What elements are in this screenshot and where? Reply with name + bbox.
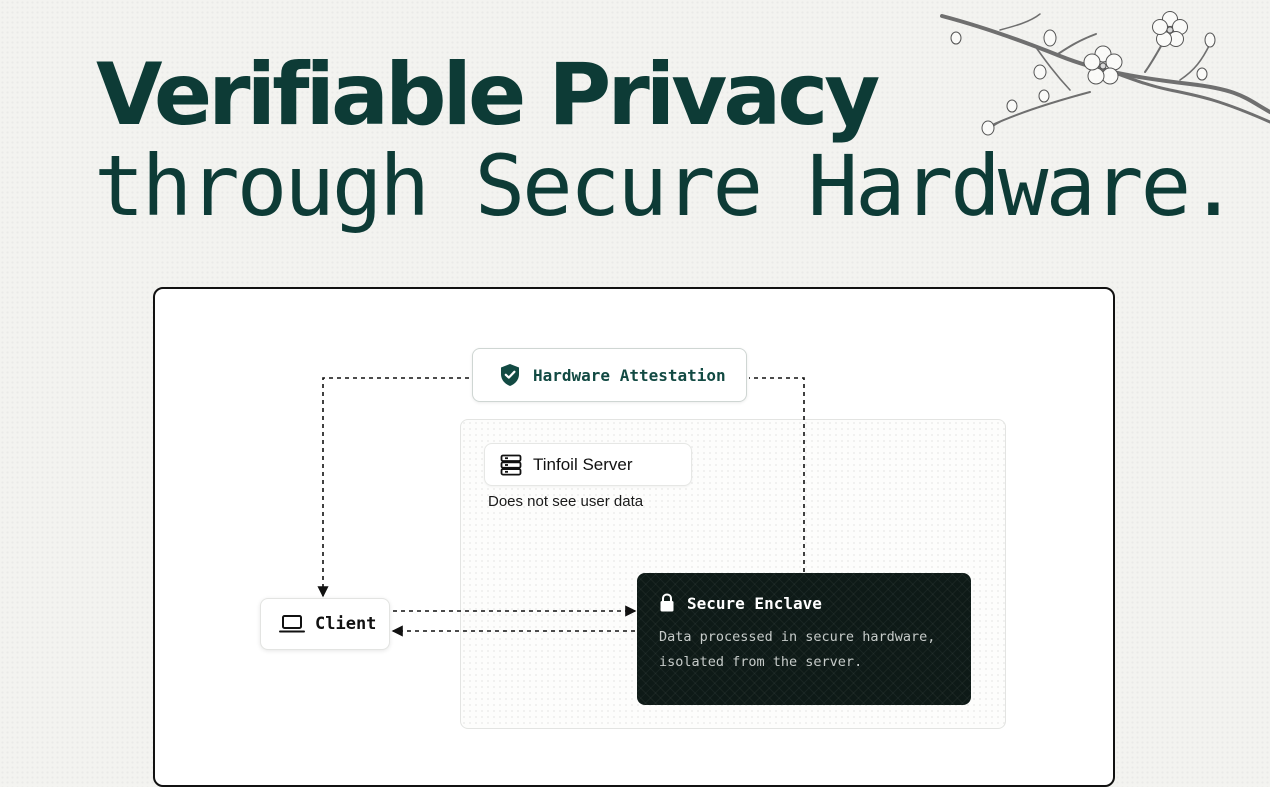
client-box: Client xyxy=(260,598,390,650)
client-label: Client xyxy=(315,614,377,634)
tinfoil-server-label: Tinfoil Server xyxy=(533,454,633,474)
tinfoil-server-box: Tinfoil Server xyxy=(484,443,692,486)
cherry-blossom-branch-illustration xyxy=(940,11,1270,136)
secure-enclave-description: Data processed in secure hardware, isola… xyxy=(659,629,936,670)
secure-enclave-box: Secure Enclave Data processed in secure … xyxy=(637,573,971,705)
architecture-diagram: Hardware Attestation Tinfoil Server Does… xyxy=(153,287,1115,787)
shield-check-icon xyxy=(499,363,521,387)
laptop-icon xyxy=(279,614,305,634)
lock-icon xyxy=(659,593,675,613)
hardware-attestation-label: Hardware Attestation xyxy=(533,365,726,385)
server-note: Does not see user data xyxy=(488,493,644,510)
attestation-to-client-connector xyxy=(317,377,469,598)
server-stack-icon xyxy=(499,453,523,477)
hero-subtitle: through Secure Hardware. xyxy=(94,137,1239,235)
hero-title: Verifiable Privacy xyxy=(96,45,880,145)
secure-enclave-title: Secure Enclave xyxy=(687,593,822,613)
enclave-to-attestation-connector xyxy=(749,377,805,572)
diagram-connectors xyxy=(317,377,805,637)
hardware-attestation-box: Hardware Attestation xyxy=(472,348,747,402)
